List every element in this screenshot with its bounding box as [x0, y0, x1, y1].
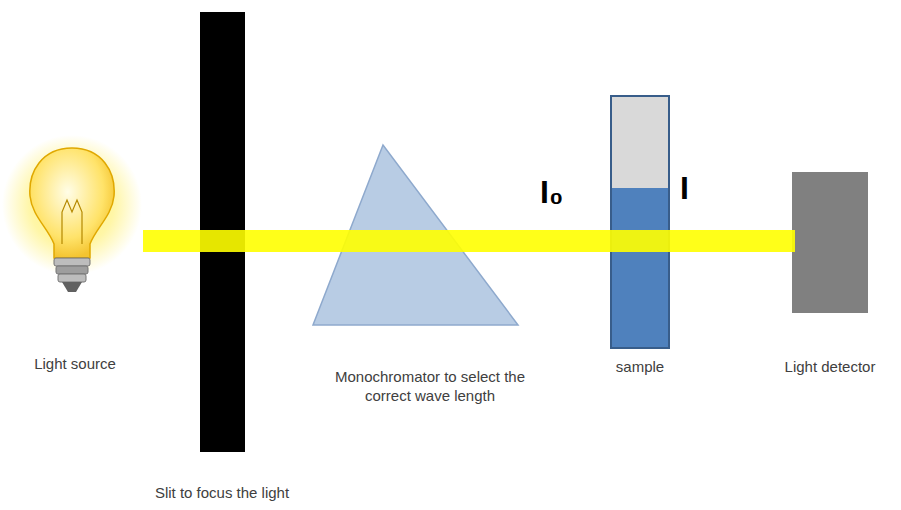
component-label: Light source: [34, 355, 116, 374]
component-label: Slit to focus the light: [155, 484, 289, 503]
light-beam: [143, 230, 795, 252]
component-label: sample: [616, 358, 664, 377]
cuvette: [611, 96, 669, 348]
light-bulb: [2, 135, 142, 292]
intensity-symbol: I: [680, 168, 689, 208]
intensity-symbol: I₀: [540, 172, 563, 212]
component-label: Monochromator to select the correct wave…: [325, 368, 535, 406]
component-label: Light detector: [785, 358, 876, 377]
light-detector: [792, 172, 868, 313]
